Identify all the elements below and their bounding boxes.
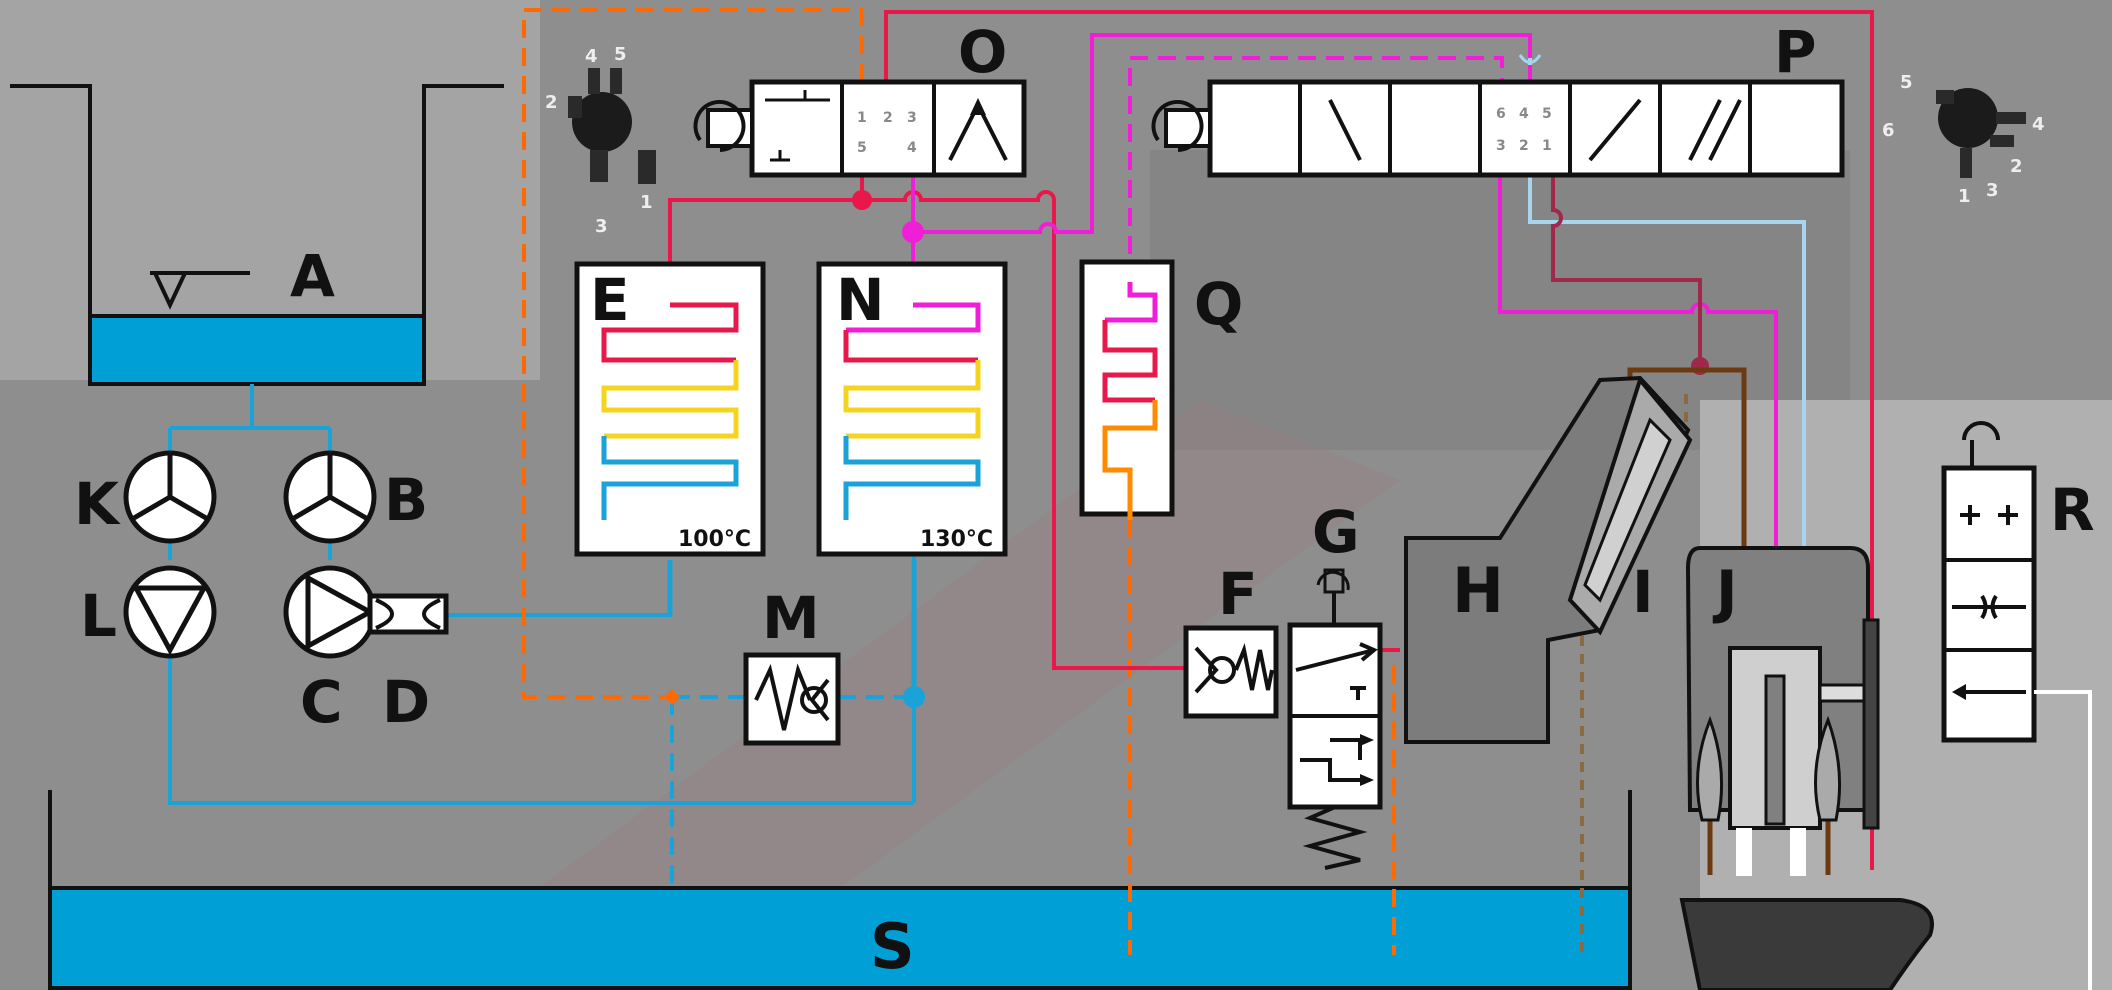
label-i: I	[1632, 558, 1654, 626]
label-b: B	[384, 466, 428, 534]
fan-k	[123, 450, 217, 544]
valve-o-port-4: 4	[907, 140, 917, 156]
valve-p-port-3: 3	[1496, 138, 1506, 154]
valve-p-port-1: 1	[1542, 138, 1552, 154]
connector-left-port-5: 5	[614, 44, 627, 65]
mold-j	[1685, 546, 1880, 876]
valve-p-port-2: 2	[1519, 138, 1529, 154]
connector-right-port-4: 4	[2032, 114, 2045, 135]
label-k: K	[74, 470, 121, 538]
connector-left	[568, 68, 656, 184]
brown-dashed	[1580, 394, 1688, 955]
label-q: Q	[1194, 270, 1243, 338]
part-mold-base	[1679, 898, 1934, 990]
connector-right-port-2: 2	[2010, 156, 2023, 177]
filter-d	[367, 593, 449, 635]
label-e: E	[590, 266, 630, 334]
connector-left-ports: 4 5 2 3 1	[545, 44, 653, 237]
connector-right-port-3: 3	[1986, 180, 1999, 201]
label-f: F	[1218, 560, 1258, 628]
connector-left-port-3: 3	[595, 216, 608, 237]
pump-l	[123, 565, 217, 659]
label-d: D	[382, 668, 430, 736]
connector-right	[1936, 88, 2026, 178]
label-p: P	[1774, 18, 1817, 86]
orange-dashed-lines	[522, 8, 1396, 955]
label-s: S	[870, 910, 915, 983]
heater-q	[1079, 259, 1175, 520]
check-valve-m	[743, 652, 841, 746]
connector-right-port-1: 1	[1958, 186, 1971, 207]
connector-left-port-2: 2	[545, 92, 558, 113]
valve-g	[1287, 568, 1383, 870]
valve-p-port-6: 6	[1496, 106, 1506, 122]
valve-p-port-4: 4	[1519, 106, 1529, 122]
tank-s	[48, 790, 1632, 990]
valve-p-ports: 6 4 5 3 2 1	[1496, 106, 1552, 154]
temp-e: 100°C	[678, 527, 751, 552]
connector-right-port-5: 5	[1900, 72, 1913, 93]
junctions	[664, 190, 925, 708]
vent-symbol	[1518, 54, 1542, 64]
heater-e	[574, 261, 766, 615]
valve-o	[693, 79, 1027, 178]
fan-b	[283, 450, 377, 544]
valve-o-port-5: 5	[857, 140, 867, 156]
temp-n: 130°C	[920, 527, 993, 552]
label-o: O	[958, 18, 1007, 86]
component-labels: A B C D E F G H I J K L M N O P Q R S	[74, 18, 2095, 983]
connector-right-port-6: 6	[1882, 120, 1895, 141]
label-a: A	[290, 242, 335, 310]
connector-left-port-4: 4	[585, 46, 598, 67]
component-i	[1567, 375, 1693, 636]
label-n: N	[836, 266, 885, 334]
label-j: J	[1712, 558, 1738, 626]
magenta-dashed	[1128, 56, 1504, 282]
valve-o-ports: 1 2 3 5 4	[857, 110, 917, 156]
valve-o-port-3: 3	[907, 110, 917, 126]
label-g: G	[1312, 498, 1360, 566]
tank-a	[10, 84, 504, 386]
connector-left-port-1: 1	[640, 192, 653, 213]
valve-o-port-2: 2	[883, 110, 893, 126]
valve-p	[1151, 79, 1845, 178]
label-c: C	[300, 668, 343, 736]
valve-o-port-1: 1	[857, 110, 867, 126]
valve-r	[1941, 421, 2092, 990]
temperature-labels: 100°C 130°C	[678, 527, 993, 552]
connector-right-ports: 5 6 4 2 1 3	[1882, 72, 2045, 207]
check-valve-f	[1183, 625, 1279, 719]
dark-red-line	[1551, 175, 1702, 366]
label-r: R	[2050, 476, 2095, 544]
red-lines	[668, 10, 1874, 870]
label-l: L	[80, 582, 117, 650]
heater-n	[816, 261, 1008, 697]
label-m: M	[762, 584, 820, 652]
water-dashed	[670, 695, 914, 885]
valve-p-port-5: 5	[1542, 106, 1552, 122]
label-h: H	[1452, 554, 1504, 627]
pump-c	[283, 565, 377, 659]
